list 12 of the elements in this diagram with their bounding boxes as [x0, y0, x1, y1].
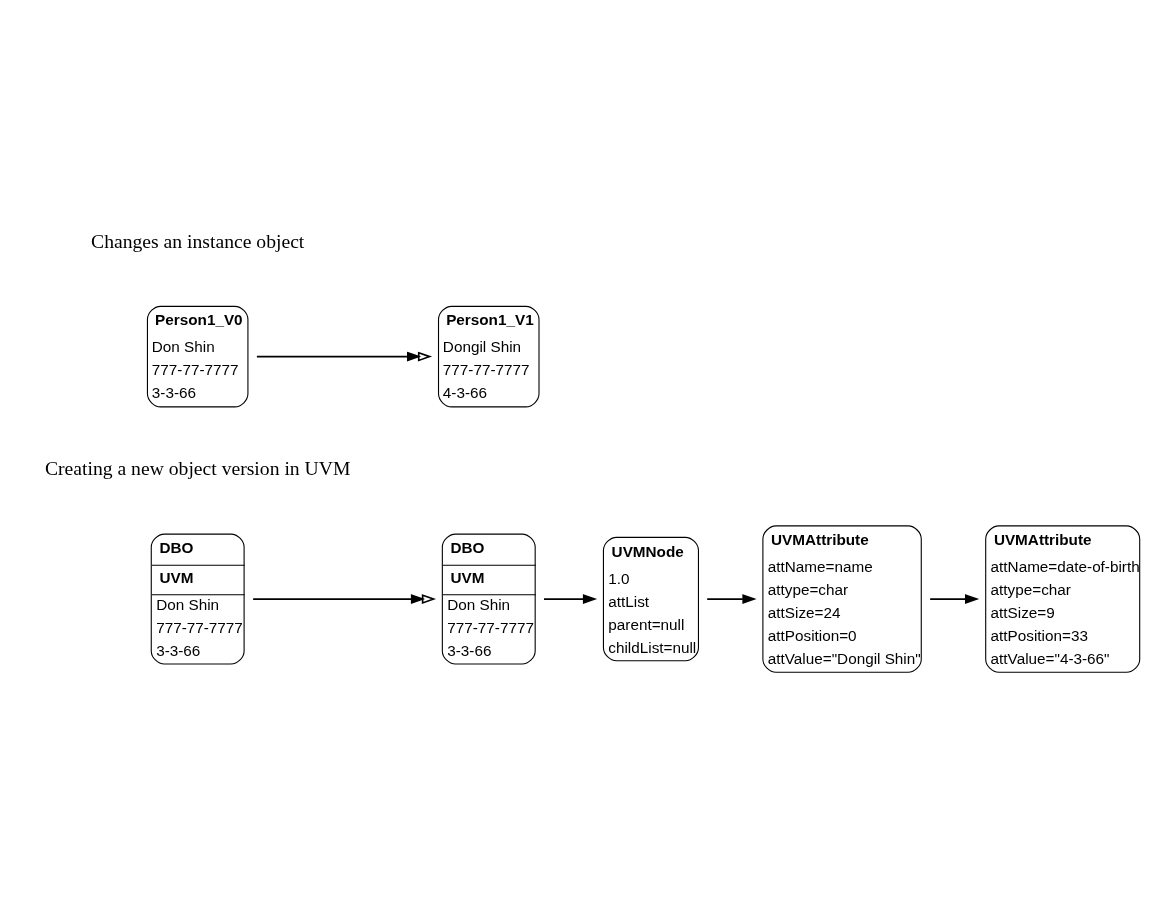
node-box: UVMNode 1.0 attList parent=null childList=null: [602, 536, 699, 662]
label: Creating a new object version in UVM: [44, 457, 351, 480]
node-box: UVMAttribute attName=date-of-birth attype=char attSize=9 attPosition=33 attValue="4-3-66": [985, 525, 1141, 673]
arrow: [543, 594, 598, 605]
arrow: [706, 594, 757, 605]
node-box: UVMAttribute attName=name attype=char attSize=24 attPosition=0 attValue="Dongil Shin": [762, 525, 922, 673]
arrow: [252, 594, 437, 605]
arrow: [256, 351, 433, 362]
node-box: Person1_V0 Don Shin 777-77-7777 3-3-66: [146, 305, 249, 408]
node-box: Person1_V1 Dongil Shin 777-77-7777 4-3-66: [437, 305, 540, 408]
arrow: [929, 594, 980, 605]
label: Changes an instance object: [91, 229, 305, 252]
